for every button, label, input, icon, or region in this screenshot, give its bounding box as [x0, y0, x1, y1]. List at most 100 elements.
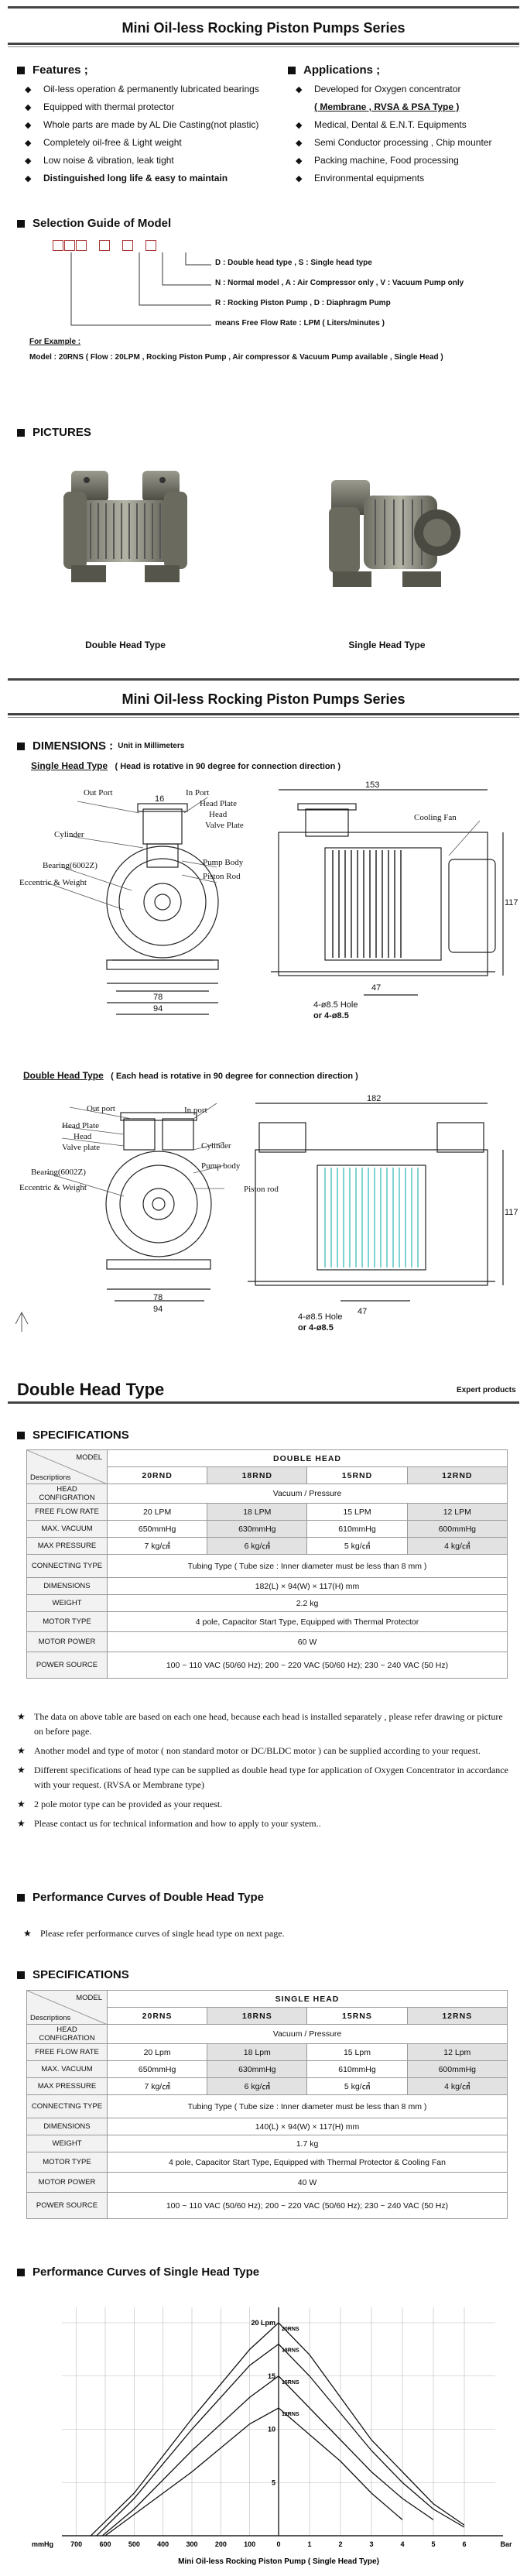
x-axis-label: Mini Oil-less Rocking Piston Pump ( Sing… [178, 2557, 379, 2566]
label-head: Head [209, 810, 228, 819]
dbl-label-in-port: In port [184, 1106, 207, 1115]
dbl-label-pump-body: Pump body [201, 1161, 241, 1171]
square-bullet-icon [17, 2268, 25, 2276]
dbl-label-hole: 4-ø8.5 Hole [298, 1312, 343, 1322]
dimensions-heading: DIMENSIONS : Unit in Millimeters [17, 739, 184, 753]
x-tick-label: 0 [276, 2540, 280, 2548]
diamond-bullet-icon: ◆ [25, 120, 32, 130]
series-label: 18RNS [282, 2348, 299, 2354]
list-item: ◆Developed for Oxygen concentrator [296, 84, 461, 94]
x-tick-label: 1 [307, 2540, 311, 2548]
features-heading: Features ; [17, 63, 88, 77]
dbl-dim-117: 117 [505, 1208, 518, 1217]
dbl-label-valve-plate: Valve plate [62, 1143, 101, 1152]
selection-heading: Selection Guide of Model [17, 217, 171, 230]
dim-153: 153 [365, 780, 380, 790]
diamond-bullet-icon: ◆ [296, 173, 303, 184]
model-header: 12RNS [406, 2007, 508, 2025]
double-dim-title-row: Double Head Type ( Each head is rotative… [23, 1070, 358, 1081]
list-item: ★Different specifications of head type c… [17, 1763, 512, 1792]
single-spec-table-wrap: MODEL Descriptions SINGLE HEAD 20RNS 18R… [26, 1990, 508, 2219]
model-header: 12RND [406, 1466, 508, 1484]
label-hole: 4-ø8.5 Hole [313, 1000, 358, 1010]
list-item: ◆Whole parts are made by AL Die Casting(… [25, 119, 259, 130]
features-list: ◆Oil-less operation & permanently lubric… [25, 84, 280, 190]
label-head-plate: Head Plate [200, 799, 237, 808]
series-line-18RNS [96, 2343, 465, 2537]
star-bullet-icon: ★ [17, 1711, 26, 1722]
x-tick-label: 100 [244, 2540, 255, 2548]
model-descriptions-cell: MODEL Descriptions [26, 1449, 108, 1484]
model-header: 20RND [106, 1466, 208, 1484]
group-header: DOUBLE HEAD [107, 1449, 508, 1467]
diamond-bullet-icon: ◆ [296, 156, 303, 166]
x-tick-label: 4 [400, 2540, 404, 2548]
list-item: ◆Semi Conductor processing , Chip mounte… [296, 137, 492, 148]
title-rule-thin [8, 46, 519, 47]
label-pump-body: Pump Body [203, 858, 244, 867]
diamond-bullet-icon: ◆ [296, 138, 303, 148]
x-tick-label: 400 [157, 2540, 169, 2548]
dbl-label-piston-rod: Piston rod [244, 1185, 279, 1194]
dbl-label-cylinder: Cylinder [201, 1141, 231, 1151]
model-header: 18RNS [207, 2007, 308, 2025]
page2-title-rule-thin [8, 717, 519, 718]
page2-title-rule [8, 713, 519, 715]
square-bullet-icon [17, 219, 25, 228]
dbl-label-bearing: Bearing(6002Z) [31, 1168, 86, 1177]
model-header: 15RNS [306, 2007, 408, 2025]
label-in-port: In Port [186, 788, 210, 797]
page2-top-rule [8, 678, 519, 681]
list-item: ★The data on above table are based on ea… [17, 1710, 512, 1739]
series-line-20RNS [90, 2322, 465, 2537]
star-bullet-icon: ★ [17, 1799, 26, 1809]
dbl-label-hole-alt: or 4-ø8.5 [298, 1323, 334, 1333]
double-perf-heading: Performance Curves of Double Head Type [17, 1891, 264, 1904]
square-bullet-icon [17, 1971, 25, 1979]
dim-182: 182 [367, 1094, 382, 1103]
dim-117: 117 [505, 898, 518, 907]
model-header: 18RND [207, 1466, 308, 1484]
x-tick-label: 700 [70, 2540, 82, 2548]
label-hole-alt: or 4-ø8.5 [313, 1011, 349, 1020]
page2-title: Mini Oil-less Rocking Piston Pumps Serie… [121, 691, 406, 707]
single-dim-title-row: Single Head Type ( Head is rotative in 9… [31, 760, 341, 771]
list-item: ( Membrane , RVSA & PSA Type ) [314, 101, 460, 112]
list-item: ◆Medical, Dental & E.N.T. Equipments [296, 119, 467, 130]
selection-lines: D : Double head type , S : Single head t… [215, 259, 464, 328]
single-spec-heading: SPECIFICATIONS [17, 1968, 129, 1981]
dbl-dim-47: 47 [358, 1307, 368, 1316]
single-spec-table: MODEL Descriptions SINGLE HEAD 20RNS 18R… [26, 1990, 508, 2219]
list-item: ◆Low noise & vibration, leak tight [25, 155, 174, 166]
dbl-label-out-port: Out port [87, 1104, 115, 1113]
x-tick-label: 6 [462, 2540, 466, 2548]
title-rule [8, 43, 519, 45]
list-item: ◆Environmental equipments [296, 173, 425, 184]
y-tick-label: 20 Lpm [251, 2319, 275, 2327]
series-label: 12RNS [282, 2412, 299, 2417]
y-tick-label: 5 [272, 2478, 275, 2486]
list-item: ★Please contact us for technical informa… [17, 1816, 512, 1831]
x-tick-label: 300 [186, 2540, 197, 2548]
double-perf-note: ★Please refer performance curves of sing… [23, 1926, 503, 1941]
example-label: For Example : [29, 338, 81, 346]
diamond-bullet-icon: ◆ [296, 120, 303, 130]
x-tick-label: 600 [99, 2540, 111, 2548]
series-line-15RNS [101, 2375, 434, 2537]
list-item: ★2 pole motor type can be provided as yo… [17, 1797, 512, 1812]
model-header: 20RNS [106, 2007, 208, 2025]
square-bullet-icon [17, 428, 25, 437]
square-bullet-icon [288, 66, 296, 74]
single-head-caption: Single Head Type [348, 640, 426, 650]
